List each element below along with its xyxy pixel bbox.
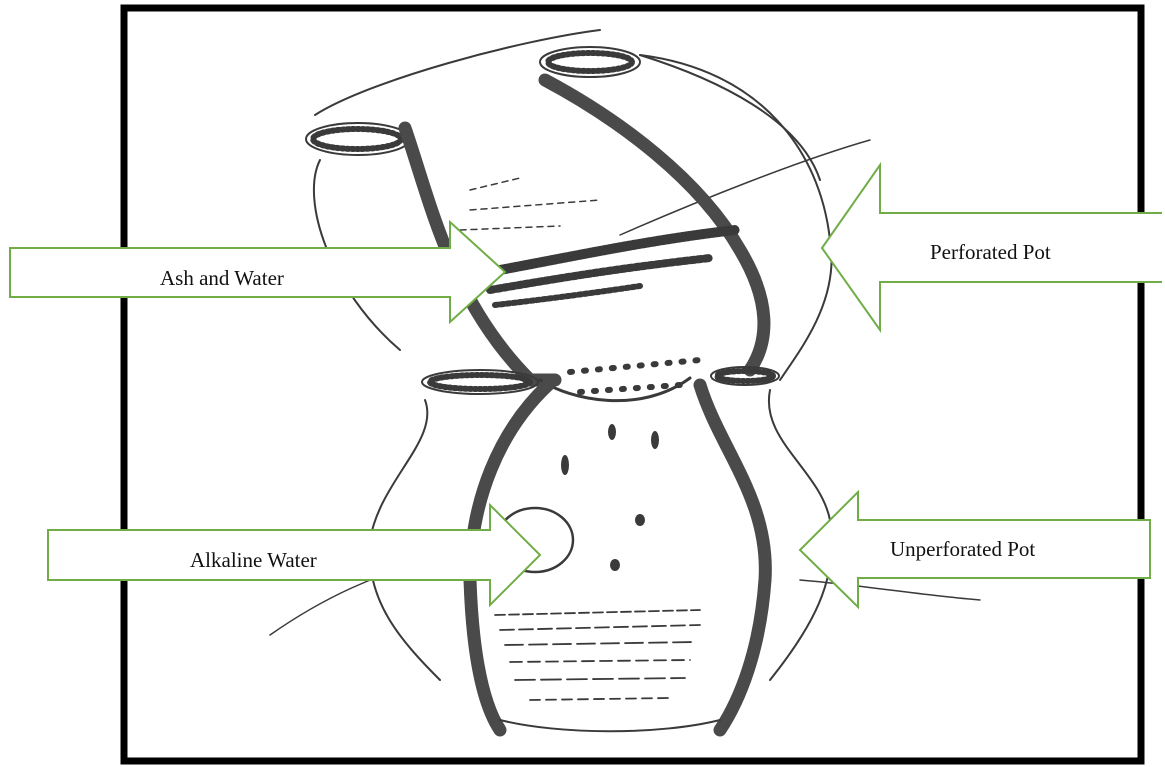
diagram-frame	[124, 8, 1141, 761]
label-perforated-pot: Perforated Pot	[930, 240, 1051, 265]
pot-illustration	[270, 30, 980, 731]
label-ash-and-water: Ash and Water	[160, 266, 284, 291]
label-unperforated-pot: Unperforated Pot	[890, 537, 1035, 562]
label-alkaline-water: Alkaline Water	[190, 548, 317, 573]
